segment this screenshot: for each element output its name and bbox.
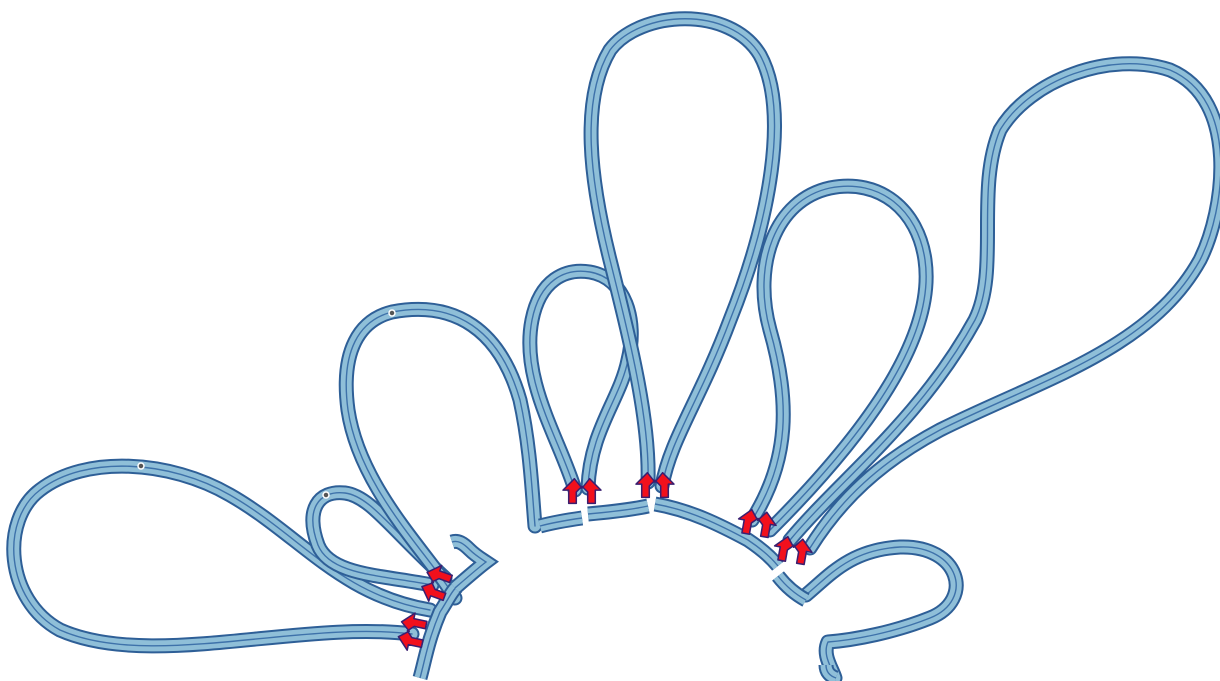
ring-segment <box>540 518 582 526</box>
marker-dot-icon <box>323 492 329 498</box>
loop-left-large <box>14 466 430 646</box>
marker-dot-icon <box>138 463 144 469</box>
marker-dot-icon <box>389 310 395 316</box>
direction-arrows <box>396 473 814 653</box>
loop-center-tall <box>591 19 774 486</box>
tube-loops <box>14 19 1220 678</box>
ring-segment <box>420 586 458 678</box>
loop-right-large <box>790 64 1220 548</box>
loop-mid-left <box>346 309 535 598</box>
ring-segment <box>452 541 486 588</box>
ring-segment <box>778 576 806 600</box>
loop-right-tail <box>806 547 956 678</box>
ring-segment <box>588 506 648 514</box>
